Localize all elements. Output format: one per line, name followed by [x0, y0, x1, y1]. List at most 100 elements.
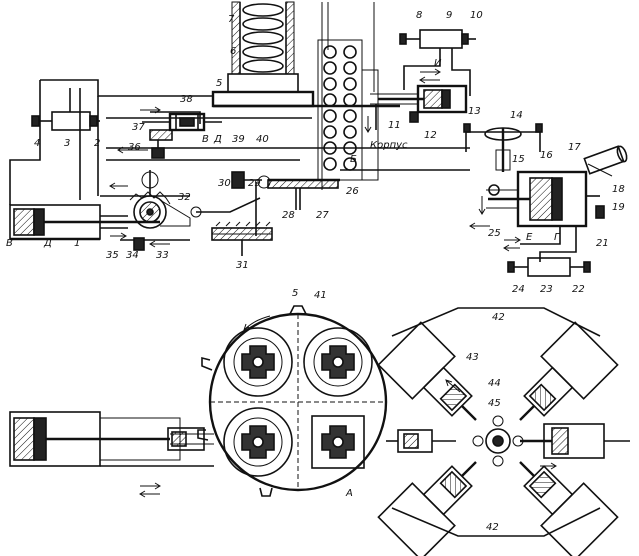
- label-25: 25: [488, 228, 501, 239]
- label-14: 14: [510, 110, 523, 121]
- label-30: 30: [218, 178, 231, 189]
- label-44: 44: [488, 378, 501, 389]
- slab-27: [267, 179, 339, 189]
- arrow: [110, 232, 127, 240]
- cylinder-13: [370, 84, 468, 123]
- pocket-br: [311, 415, 365, 469]
- arrow: [140, 482, 161, 490]
- radial-cylinder-right: [520, 423, 630, 459]
- center-workpiece: [472, 415, 524, 467]
- arrow: [109, 182, 128, 190]
- label-42-top: 42: [492, 312, 505, 323]
- label-34: 34: [126, 250, 139, 261]
- pocket-tl: [223, 327, 293, 397]
- arrow: [420, 68, 441, 76]
- arrow: [117, 146, 148, 154]
- valve-3: [31, 88, 100, 131]
- label-6: 6: [230, 46, 236, 57]
- label-26: 26: [346, 186, 359, 197]
- label-13: 13: [468, 106, 481, 117]
- lower-cylinder-left: [9, 411, 214, 467]
- letter-D-cyl: Д: [213, 134, 222, 145]
- letter-A-bottom: А: [345, 488, 353, 499]
- label-1: 1: [74, 238, 80, 249]
- label-24: 24: [512, 284, 525, 295]
- arrow: [149, 240, 170, 248]
- platform-5: [211, 90, 315, 108]
- label-11: 11: [388, 120, 401, 131]
- magazine-7: [231, 1, 295, 75]
- labels: 1 2 3 4 5 6 7 8 9 10 11 12 13 14 15 16 1…: [6, 10, 625, 533]
- radial-cylinder-lr: [519, 461, 619, 556]
- label-7: 7: [228, 14, 235, 25]
- label-9: 9: [446, 10, 452, 21]
- label-4: 4: [34, 138, 40, 149]
- hydraulic-line: [9, 80, 41, 205]
- label-37: 37: [132, 122, 145, 133]
- letter-I-top: И: [434, 58, 442, 69]
- label-3: 3: [64, 138, 70, 149]
- gripper: [150, 427, 205, 451]
- rocker-29: [196, 197, 261, 213]
- label-29: 29: [248, 178, 261, 189]
- pocket-tr: [303, 327, 373, 397]
- label-36: 36: [128, 142, 141, 153]
- label-5: 5: [216, 78, 222, 89]
- letter-B-stack: Б: [350, 154, 357, 165]
- hydraulic-line: [150, 111, 201, 124]
- label-15: 15: [512, 154, 525, 165]
- transfer-arm-14: [463, 123, 543, 172]
- arrow: [139, 490, 160, 498]
- pocket-bl: [223, 407, 293, 477]
- stack-26: [317, 39, 379, 181]
- label-41: 41: [314, 290, 327, 301]
- letter-V-cyl: В: [202, 134, 209, 145]
- label-32: 32: [178, 192, 191, 203]
- arrow: [478, 196, 486, 215]
- label-5-turret: 5: [292, 288, 298, 299]
- label-12: 12: [424, 130, 437, 141]
- arrow: [540, 462, 557, 470]
- label-18: 18: [612, 184, 625, 195]
- part-18: [583, 145, 628, 177]
- label-43: 43: [466, 352, 479, 363]
- arrow: [469, 222, 490, 230]
- label-19: 19: [612, 202, 625, 213]
- label-33: 33: [156, 250, 169, 261]
- gear-31: [211, 221, 273, 256]
- label-31: 31: [236, 260, 249, 271]
- letter-D-left: Д: [43, 238, 52, 249]
- label-45: 45: [488, 398, 501, 409]
- label-40: 40: [256, 134, 269, 145]
- label-17: 17: [568, 142, 581, 153]
- label-42-bottom: 42: [486, 522, 499, 533]
- arrow: [503, 244, 520, 252]
- label-16: 16: [540, 150, 553, 161]
- turret-5: [197, 305, 388, 497]
- cylinder-1: [9, 204, 160, 241]
- arrow: [364, 116, 372, 133]
- label-22: 22: [572, 284, 585, 295]
- base-block-6: [227, 73, 299, 93]
- arrow: [504, 236, 521, 244]
- arrow: [140, 106, 161, 114]
- label-8: 8: [416, 10, 422, 21]
- letter-G-right: Г: [554, 232, 561, 243]
- solenoid-34: [133, 237, 145, 251]
- valve-23: [507, 257, 591, 277]
- arrow: [445, 379, 461, 393]
- label-2: 2: [94, 138, 100, 149]
- pivot: [190, 206, 202, 218]
- label-38: 38: [180, 94, 193, 105]
- label-28: 28: [282, 210, 295, 221]
- label-10: 10: [470, 10, 483, 21]
- radial-cylinder-ll: [377, 461, 477, 556]
- hydraulic-line: [40, 79, 213, 97]
- korpus-label: Корпус: [370, 140, 408, 151]
- label-23: 23: [540, 284, 553, 295]
- valve-38: [142, 112, 222, 159]
- arrow: [419, 76, 440, 84]
- label-21: 21: [596, 238, 609, 249]
- letter-B-left: В: [6, 238, 13, 249]
- pinion-30: [231, 171, 271, 236]
